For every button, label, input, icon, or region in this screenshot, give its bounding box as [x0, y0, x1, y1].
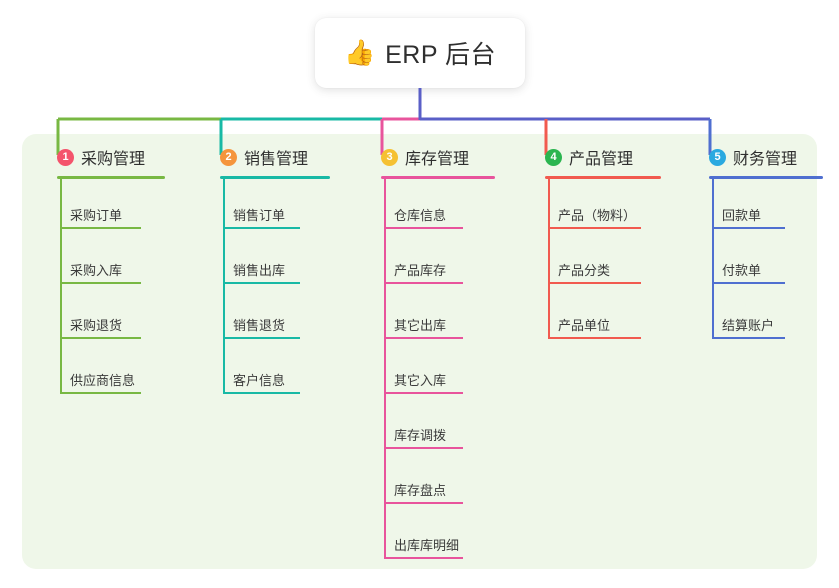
branch-underline — [220, 176, 330, 179]
leaf-item-underline — [713, 282, 785, 284]
leaf-item-label: 供应商信息 — [70, 373, 136, 388]
branch-title: 销售管理 — [244, 151, 309, 168]
leaf-item-label: 库存调拨 — [394, 428, 447, 443]
branch-header[interactable]: 2 销售管理 — [203, 146, 308, 168]
branch-title: 采购管理 — [81, 151, 146, 168]
leaf-item-label: 采购入库 — [70, 263, 123, 278]
branch-number-badge: 4 — [545, 148, 562, 166]
thumbs-up-icon: 👍 — [343, 38, 376, 67]
branch-header[interactable]: 5 财务管理 — [692, 146, 797, 168]
branch-spine — [223, 179, 225, 394]
leaf-item-underline — [61, 227, 141, 229]
leaf-item-label: 采购退货 — [70, 318, 123, 333]
leaf-item-underline — [385, 502, 463, 504]
leaf-item-label: 客户信息 — [233, 373, 286, 388]
branch-column-5: 5 财务管理回款单付款单结算账户 — [692, 146, 823, 339]
leaf-item-label: 回款单 — [722, 208, 762, 223]
root-node-card[interactable]: 👍 ERP 后台 — [315, 18, 525, 88]
branch-header[interactable]: 1 采购管理 — [40, 146, 145, 168]
branch-title: 库存管理 — [405, 151, 470, 168]
branches-panel — [22, 134, 817, 569]
leaf-item-label: 销售出库 — [233, 263, 286, 278]
leaf-item-label: 产品分类 — [558, 263, 611, 278]
leaf-item-underline — [713, 337, 785, 339]
branch-header[interactable]: 4 产品管理 — [528, 146, 633, 168]
branch-number-badge: 3 — [381, 148, 398, 166]
branch-underline — [57, 176, 165, 179]
leaf-item-label: 付款单 — [722, 263, 762, 278]
branch-title: 产品管理 — [569, 151, 634, 168]
branch-column-3: 3 库存管理仓库信息产品库存其它出库其它入库库存调拨库存盘点出库库明细 — [364, 146, 495, 559]
branch-column-4: 4 产品管理产品（物料） 产品分类产品单位 — [528, 146, 661, 339]
branch-spine — [548, 179, 550, 339]
leaf-item-underline — [549, 282, 641, 284]
branch-column-2: 2 销售管理销售订单销售出库销售退货客户信息 — [203, 146, 330, 394]
leaf-item-underline — [61, 392, 141, 394]
root-node-title: ERP 后台 — [385, 41, 497, 69]
leaf-item-label: 产品单位 — [558, 318, 611, 333]
branch-title: 财务管理 — [733, 151, 798, 168]
branch-spine — [712, 179, 714, 339]
branch-number-badge: 2 — [220, 148, 237, 166]
branch-column-1: 1 采购管理采购订单采购入库采购退货供应商信息 — [40, 146, 165, 394]
branch-spine — [60, 179, 62, 394]
branch-underline — [709, 176, 823, 179]
leaf-item-underline — [549, 337, 641, 339]
leaf-item-underline — [385, 282, 463, 284]
leaf-item-label: 销售退货 — [233, 318, 286, 333]
leaf-item-label: 销售订单 — [233, 208, 286, 223]
leaf-item-underline — [224, 282, 300, 284]
leaf-item-label: 采购订单 — [70, 208, 123, 223]
branch-underline — [545, 176, 661, 179]
leaf-item-underline — [224, 392, 300, 394]
branch-number-badge: 1 — [57, 148, 74, 166]
leaf-item-underline — [713, 227, 785, 229]
leaf-item-underline — [385, 557, 463, 559]
leaf-item-label: 产品库存 — [394, 263, 447, 278]
leaf-item-label: 结算账户 — [722, 318, 775, 333]
leaf-item-label: 仓库信息 — [394, 208, 447, 223]
leaf-item-underline — [224, 337, 300, 339]
leaf-item-underline — [549, 227, 641, 229]
leaf-item-label: 产品（物料） — [558, 208, 637, 223]
leaf-item-underline — [385, 337, 463, 339]
leaf-item-underline — [385, 227, 463, 229]
leaf-item-underline — [385, 392, 463, 394]
leaf-item-underline — [61, 282, 141, 284]
leaf-item-underline — [61, 337, 141, 339]
leaf-item-underline — [224, 227, 300, 229]
branch-spine — [384, 179, 386, 559]
leaf-item-label: 出库库明细 — [394, 538, 460, 553]
branch-number-badge: 5 — [709, 148, 726, 166]
branch-underline — [381, 176, 495, 179]
leaf-item-underline — [385, 447, 463, 449]
leaf-item-label: 库存盘点 — [394, 483, 447, 498]
leaf-item-label: 其它入库 — [394, 373, 447, 388]
branch-header[interactable]: 3 库存管理 — [364, 146, 469, 168]
leaf-item-label: 其它出库 — [394, 318, 447, 333]
